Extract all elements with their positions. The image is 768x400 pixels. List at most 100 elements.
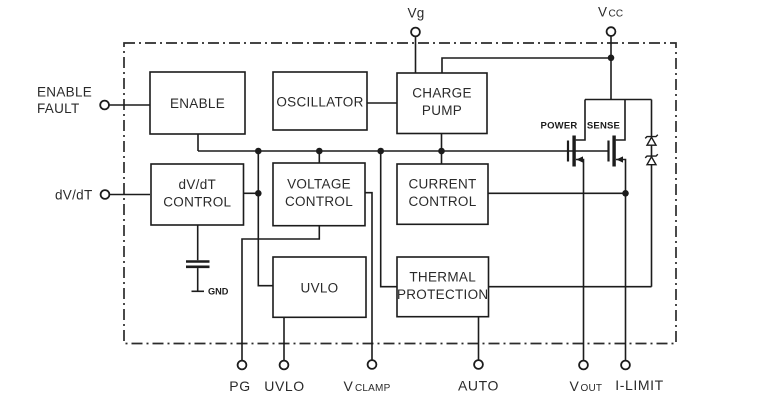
wire-bus-uvlo [257, 151, 273, 287]
block-thermal-protection: THERMAL PROTECTION [396, 256, 490, 318]
sense-mosfet: SENSE [587, 121, 623, 167]
pin-vcc-terminal [605, 26, 617, 37]
junction-dots [254, 54, 629, 197]
sense-mosfet-arrow-icon [616, 156, 623, 163]
pin-vout-label: V [570, 378, 580, 394]
zener-diode-1-bar [644, 134, 659, 139]
block-voltage-control-line1: VOLTAGE [287, 177, 351, 192]
junction-bus-2 [316, 147, 323, 155]
power-mosfet: POWER [541, 121, 583, 167]
pin-vclamp-label: V [344, 378, 354, 394]
pin-vclamp: V CLAMP [344, 359, 390, 394]
zener-diode-2-bar [644, 153, 659, 159]
pin-enable-fault-line2: FAULT [37, 101, 80, 116]
wires [109, 36, 653, 361]
pin-vg-terminal [410, 26, 421, 38]
pin-vcc-subscript: CC [609, 9, 624, 20]
block-dvdt-control-line1: dV/dT [179, 177, 217, 192]
power-mosfet-arrow-icon [576, 156, 583, 163]
power-mosfet-gate-bar [566, 140, 570, 162]
block-current-control-box [396, 163, 489, 226]
junction-dvdt-tap [254, 190, 262, 197]
pin-dvdt-terminal [99, 189, 111, 200]
pin-enable-fault-terminal [99, 99, 110, 111]
pin-auto: AUTO [458, 359, 499, 394]
wire-power-source-vout [575, 158, 585, 361]
capacitor-ground: GND [186, 260, 229, 297]
zener-diode-1-icon [645, 135, 658, 146]
wire-chargepump-vcc-feed [441, 57, 611, 73]
wire-voltagecontrol-vclamp [365, 191, 373, 360]
pin-pg: PG [229, 359, 250, 394]
pin-vclamp-terminal [366, 359, 378, 370]
pin-vcc-label: V [598, 5, 607, 20]
block-oscillator-box [272, 71, 368, 131]
pins: ENABLE FAULT dV/dT Vg V CC PG UVLO V CLA… [37, 5, 664, 395]
ic-boundary [123, 42, 677, 345]
wire-sense-source [615, 158, 627, 194]
pin-vout: V OUT [570, 359, 603, 394]
block-enable-label: ENABLE [170, 96, 225, 111]
pin-enable-fault: ENABLE FAULT [37, 85, 110, 116]
ground-label: GND [208, 287, 229, 297]
block-enable-box [149, 71, 246, 135]
pin-uvlo: UVLO [264, 359, 305, 394]
junction-sense-source [622, 190, 629, 197]
block-uvlo-box [272, 256, 367, 319]
pin-ilimit-label: I-LIMIT [615, 377, 664, 393]
pin-ilimit-terminal [620, 359, 631, 371]
junction-bus-1 [254, 147, 262, 155]
pin-dvdt: dV/dT [55, 188, 111, 203]
zener-diode-2-icon [645, 155, 658, 166]
block-dvdt-control: dV/dT CONTROL [150, 163, 245, 226]
block-current-control-line2: CONTROL [408, 194, 476, 209]
pin-enable-fault-line1: ENABLE [37, 85, 92, 100]
pin-vg-label: Vg [407, 6, 424, 21]
pin-pg-terminal [236, 359, 248, 371]
pin-vcc: V CC [598, 5, 623, 37]
pin-ilimit: I-LIMIT [615, 359, 664, 393]
block-enable: ENABLE [149, 71, 246, 135]
block-dvdt-control-box [150, 163, 245, 226]
wire-bus-thermal [379, 151, 397, 288]
pin-vout-terminal [578, 359, 589, 371]
block-oscillator: OSCILLATOR [272, 71, 368, 131]
junction-vcc-feed [607, 54, 615, 62]
pin-auto-terminal [473, 359, 484, 370]
block-charge-pump-line2: PUMP [422, 103, 462, 118]
function-blocks: ENABLE OSCILLATOR CHARGE PUMP dV/dT CONT… [149, 71, 490, 319]
wire-power-drain [575, 99, 586, 141]
zener-diode-stack [644, 134, 659, 166]
sense-mosfet-channel-bar [612, 135, 616, 167]
pin-vg: Vg [407, 6, 424, 38]
block-uvlo: UVLO [272, 256, 367, 319]
power-mosfet-channel-bar [572, 135, 576, 167]
block-current-control: CURRENT CONTROL [396, 163, 489, 226]
block-thermal-protection-box [396, 256, 490, 318]
junction-bus-3 [377, 147, 385, 155]
pin-auto-label: AUTO [458, 378, 499, 394]
sense-mosfet-gate-bar [607, 140, 610, 162]
block-charge-pump-line1: CHARGE [412, 86, 472, 101]
pin-uvlo-label: UVLO [264, 378, 305, 394]
sense-mosfet-label: SENSE [587, 121, 620, 132]
block-voltage-control-box [272, 162, 366, 227]
block-oscillator-label: OSCILLATOR [276, 95, 363, 110]
block-thermal-protection-line2: PROTECTION [397, 287, 489, 302]
block-thermal-protection-line1: THERMAL [409, 270, 476, 285]
pin-uvlo-terminal [278, 359, 290, 371]
wire-voltagecontrol-pg [241, 225, 321, 361]
block-voltage-control: VOLTAGE CONTROL [272, 162, 366, 227]
block-charge-pump: CHARGE PUMP [396, 72, 488, 135]
pin-pg-label: PG [229, 378, 250, 394]
block-uvlo-label: UVLO [301, 281, 339, 296]
block-voltage-control-line2: CONTROL [285, 194, 353, 209]
junction-bus-4 [438, 147, 445, 155]
block-dvdt-control-line2: CONTROL [163, 195, 231, 210]
block-current-control-line1: CURRENT [408, 177, 476, 192]
wire-sense-drain [615, 99, 626, 141]
block-charge-pump-box [396, 72, 488, 135]
pin-vout-subscript: OUT [581, 383, 603, 394]
pin-dvdt-label: dV/dT [55, 188, 93, 203]
